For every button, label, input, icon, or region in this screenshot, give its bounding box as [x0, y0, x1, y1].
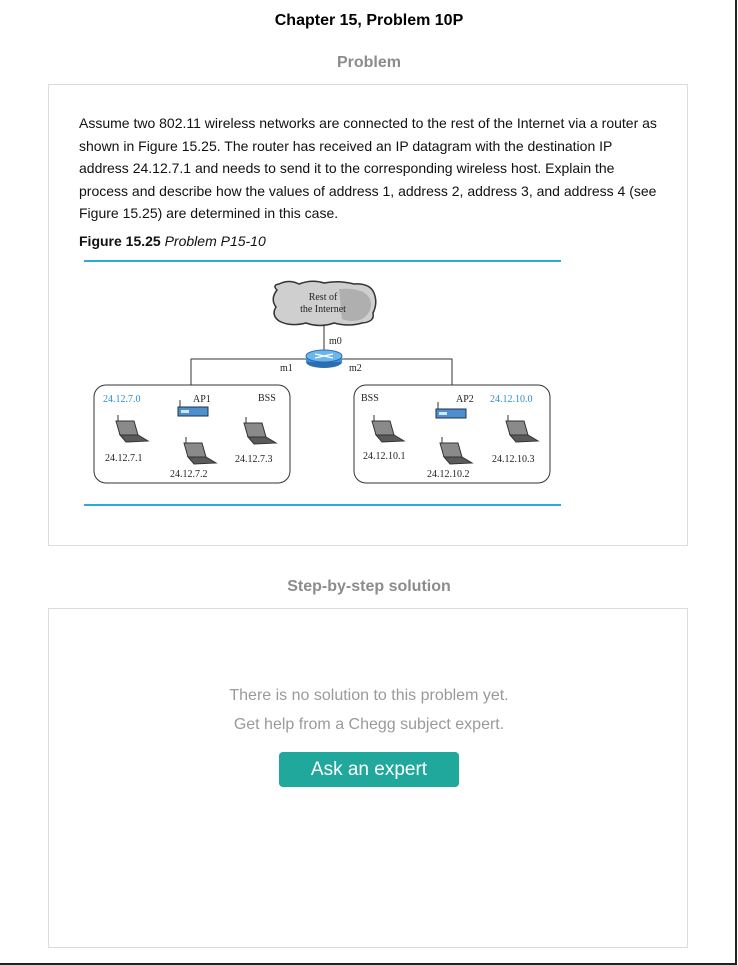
figure-title: Problem P15-10 [164, 233, 266, 249]
figure-label: Figure 15.25 [79, 233, 161, 249]
right-host-3: 24.12.10.3 [492, 454, 535, 465]
laptop-icon [243, 417, 278, 445]
left-host-1: 24.12.7.1 [105, 453, 143, 464]
left-ap-label: AP1 [193, 394, 211, 405]
iface-m2-label: m2 [349, 363, 362, 374]
right-net-label: 24.12.10.0 [490, 394, 533, 405]
no-solution-text: There is no solution to this problem yet… [229, 687, 509, 704]
figure-caption: Figure 15.25 Problem P15-10 [79, 233, 266, 249]
cloud-label-2: the Internet [300, 304, 346, 315]
right-host-1: 24.12.10.1 [363, 451, 406, 462]
left-bss-label: BSS [258, 393, 276, 404]
ask-expert-button[interactable]: Ask an expert [279, 752, 459, 787]
iface-m1-label: m1 [280, 363, 293, 374]
router-icon [305, 349, 343, 368]
internet-cloud-icon [272, 280, 377, 327]
right-bss-box [353, 384, 551, 484]
get-help-text: Get help from a Chegg subject expert. [233, 716, 505, 733]
ap2-icon [435, 402, 467, 419]
network-figure: Rest of the Internet m0 m1 m2 24.12.7.0 … [84, 260, 561, 506]
problem-heading: Problem [336, 54, 401, 71]
laptop-icon [371, 415, 406, 443]
right-host-2: 24.12.10.2 [427, 469, 470, 480]
cloud-label-1: Rest of [309, 292, 338, 303]
laptop-icon [505, 415, 540, 443]
right-ap-label: AP2 [456, 394, 474, 405]
iface-m0-label: m0 [329, 336, 342, 347]
left-host-2: 24.12.7.2 [170, 469, 208, 480]
left-bss-box [93, 384, 291, 484]
left-host-3: 24.12.7.3 [235, 454, 273, 465]
problem-text: Assume two 802.11 wireless networks are … [79, 115, 657, 221]
right-bss-label: BSS [361, 393, 379, 404]
laptop-icon [183, 437, 218, 465]
ap1-icon [177, 400, 209, 417]
laptop-icon [439, 437, 474, 465]
laptop-icon [115, 415, 150, 443]
page-title: Chapter 15, Problem 10P [274, 12, 464, 29]
left-net-label: 24.12.7.0 [103, 394, 141, 405]
solution-heading: Step-by-step solution [287, 578, 451, 595]
